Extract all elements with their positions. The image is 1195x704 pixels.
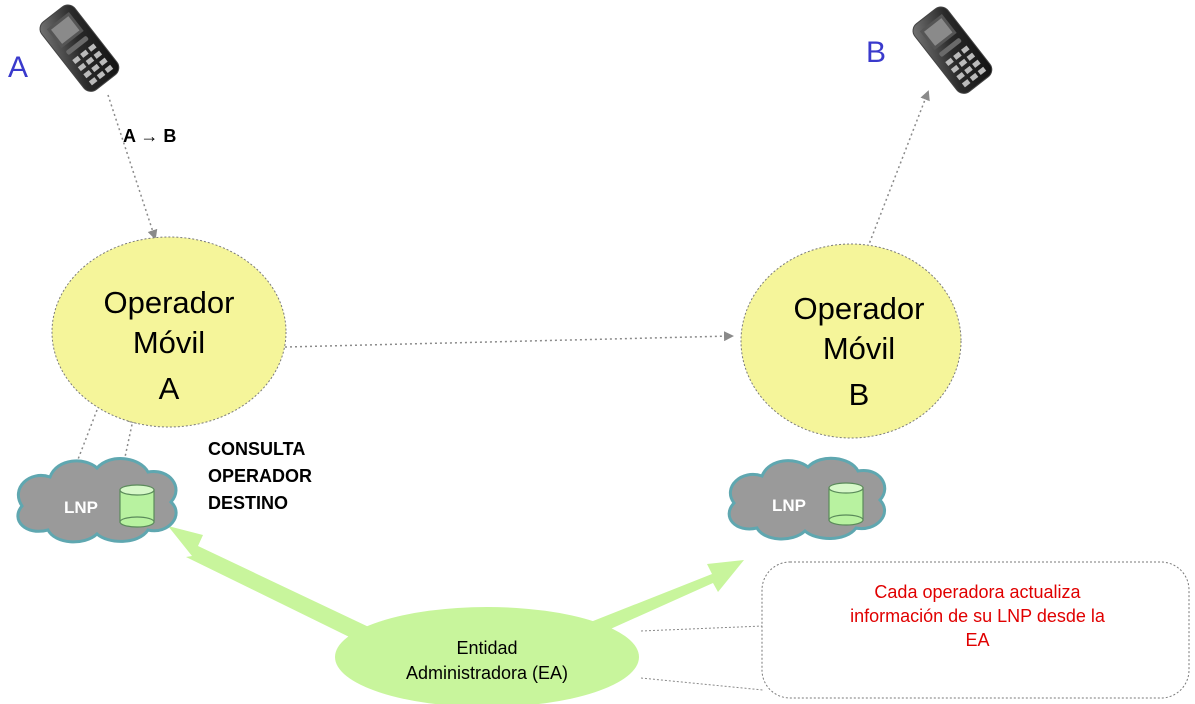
operator-a-to-operator-b-arrow — [284, 331, 734, 348]
lnp-a-label: LNP — [64, 498, 98, 517]
query-label-line3: DESTINO — [208, 493, 289, 513]
note-text: Cada operadora actualiza información de … — [790, 580, 1165, 652]
query-label: CONSULTA OPERADOR DESTINO — [208, 436, 312, 517]
operator-b-to-phone-b-arrow — [865, 90, 930, 253]
note-box — [761, 561, 1190, 699]
operator-b-line3: B — [848, 377, 870, 412]
mobile-phone-icon-b — [912, 6, 993, 94]
note-line1: Cada operadora actualiza — [874, 582, 1081, 602]
query-arrow-to-lnp — [70, 409, 98, 477]
operator-a-line1: Operador — [103, 285, 235, 320]
lnp-b-label: LNP — [772, 496, 806, 515]
note-line2: información de su LNP desde la — [850, 606, 1105, 626]
phone-a-label: A — [8, 51, 29, 84]
call-label: A → B — [123, 126, 177, 146]
entity-label: Entidad Administradora (EA) — [367, 636, 607, 686]
phone-b-label: B — [866, 36, 887, 69]
operator-b-ellipse — [740, 243, 962, 439]
note-connector-top — [640, 625, 764, 632]
entity-line2: Administradora (EA) — [405, 663, 569, 683]
operator-b-line1: Operador — [793, 291, 925, 326]
mobile-phone-icon-a — [39, 4, 120, 92]
operator-a-line2: Móvil — [132, 325, 206, 360]
operator-b-line2: Móvil — [822, 331, 896, 366]
operator-b-label: Operador Móvil B — [759, 289, 959, 415]
entity-ellipse — [335, 607, 639, 704]
operator-a-label: Operador Móvil A — [69, 283, 269, 409]
note-line3: EA — [965, 630, 990, 650]
database-icon-b — [828, 482, 864, 526]
green-arrow-to-lnp-a — [168, 526, 394, 653]
operator-a-ellipse — [51, 236, 287, 428]
database-icon-a — [119, 484, 155, 528]
call-arrow-a-to-operator — [107, 94, 158, 240]
entity-line1: Entidad — [456, 638, 518, 658]
query-label-line1: CONSULTA — [208, 439, 306, 459]
operator-a-line3: A — [158, 371, 180, 406]
note-connector-bottom — [640, 677, 764, 691]
query-label-line2: OPERADOR — [208, 466, 313, 486]
